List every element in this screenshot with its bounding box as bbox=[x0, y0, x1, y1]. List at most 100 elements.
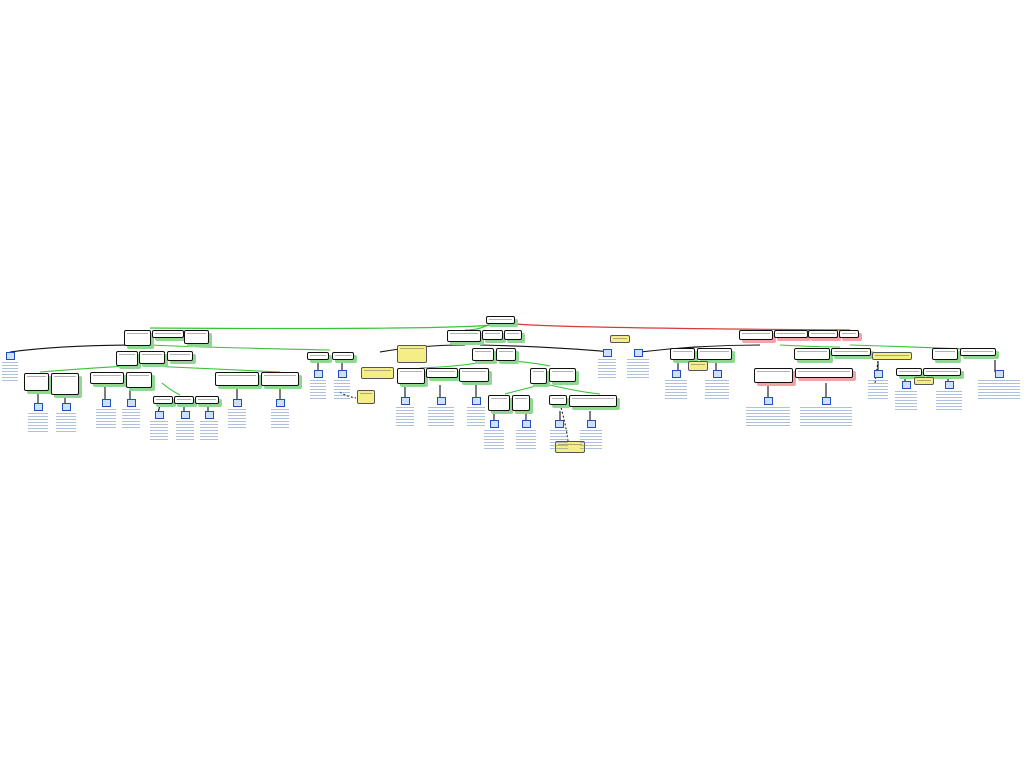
branch-node[interactable] bbox=[447, 330, 481, 342]
child-node[interactable] bbox=[896, 368, 922, 376]
leaf-node[interactable] bbox=[978, 370, 1020, 400]
document-icon bbox=[944, 381, 954, 389]
child-node[interactable] bbox=[549, 368, 576, 382]
branch-node[interactable] bbox=[124, 330, 151, 346]
leaf-node[interactable] bbox=[310, 370, 326, 400]
branch-node[interactable] bbox=[184, 330, 209, 344]
leaf-node[interactable] bbox=[150, 411, 168, 441]
leaf-node[interactable] bbox=[516, 420, 536, 450]
leaf-node[interactable] bbox=[28, 403, 48, 433]
child-node[interactable] bbox=[488, 395, 510, 411]
leaf-node[interactable] bbox=[665, 370, 687, 400]
document-icon bbox=[712, 370, 722, 378]
note-box[interactable] bbox=[688, 361, 708, 371]
leaf-node[interactable] bbox=[56, 403, 76, 433]
leaf-node[interactable] bbox=[2, 352, 18, 382]
leaf-node[interactable] bbox=[200, 411, 218, 441]
child-node[interactable] bbox=[549, 395, 567, 405]
leaf-node[interactable] bbox=[122, 399, 140, 429]
branch-node[interactable] bbox=[504, 330, 522, 340]
leaf-node[interactable] bbox=[176, 411, 194, 441]
branch-node[interactable] bbox=[808, 330, 838, 338]
leaf-node[interactable] bbox=[467, 397, 485, 427]
child-node[interactable] bbox=[51, 373, 79, 395]
root-node[interactable] bbox=[486, 316, 515, 324]
child-node[interactable] bbox=[307, 352, 329, 360]
child-node[interactable] bbox=[153, 396, 173, 404]
child-node[interactable] bbox=[530, 368, 547, 384]
branch-node[interactable] bbox=[152, 330, 184, 338]
child-node[interactable] bbox=[794, 348, 830, 360]
document-icon bbox=[436, 397, 446, 405]
document-icon bbox=[61, 403, 71, 411]
leaf-node[interactable] bbox=[334, 370, 350, 400]
child-node[interactable] bbox=[459, 368, 489, 382]
leaf-node[interactable] bbox=[271, 399, 289, 429]
document-icon bbox=[901, 381, 911, 389]
child-node[interactable] bbox=[472, 348, 494, 361]
leaf-node[interactable] bbox=[484, 420, 504, 450]
leaf-node[interactable] bbox=[228, 399, 246, 429]
leaf-node[interactable] bbox=[598, 349, 616, 379]
document-icon bbox=[633, 349, 643, 357]
child-node[interactable] bbox=[831, 348, 871, 356]
branch-node[interactable] bbox=[774, 330, 808, 338]
leaf-node[interactable] bbox=[96, 399, 116, 429]
child-node[interactable] bbox=[397, 368, 425, 384]
child-node[interactable] bbox=[332, 352, 354, 360]
child-node[interactable] bbox=[139, 351, 165, 364]
child-node[interactable] bbox=[754, 368, 793, 383]
branch-node[interactable] bbox=[739, 330, 773, 340]
child-node[interactable] bbox=[261, 372, 299, 386]
note-box[interactable] bbox=[872, 352, 912, 360]
leaf-node[interactable] bbox=[550, 420, 568, 450]
document-icon bbox=[275, 399, 285, 407]
child-node[interactable] bbox=[496, 348, 516, 361]
document-icon bbox=[126, 399, 136, 407]
leaf-node[interactable] bbox=[936, 381, 962, 411]
child-node[interactable] bbox=[512, 395, 530, 411]
document-icon bbox=[154, 411, 164, 419]
leaf-node[interactable] bbox=[800, 397, 852, 427]
branch-node[interactable] bbox=[482, 330, 503, 340]
child-node[interactable] bbox=[697, 348, 732, 360]
child-node[interactable] bbox=[24, 373, 49, 391]
child-node[interactable] bbox=[932, 348, 958, 360]
document-icon bbox=[5, 352, 15, 360]
document-icon bbox=[602, 349, 612, 357]
document-icon bbox=[671, 370, 681, 378]
leaf-node[interactable] bbox=[705, 370, 729, 400]
note-box[interactable] bbox=[610, 335, 630, 343]
child-node[interactable] bbox=[960, 348, 996, 356]
branch-node[interactable] bbox=[839, 330, 859, 338]
child-node[interactable] bbox=[116, 351, 138, 366]
document-icon bbox=[873, 370, 883, 378]
child-node[interactable] bbox=[923, 368, 961, 376]
child-node[interactable] bbox=[167, 351, 193, 361]
leaf-node[interactable] bbox=[746, 397, 790, 427]
document-icon bbox=[33, 403, 43, 411]
note-box[interactable] bbox=[361, 367, 394, 379]
note-box[interactable] bbox=[357, 390, 375, 404]
child-node[interactable] bbox=[670, 348, 695, 360]
leaf-node[interactable] bbox=[627, 349, 649, 379]
child-node[interactable] bbox=[90, 372, 124, 384]
document-icon bbox=[180, 411, 190, 419]
document-icon bbox=[337, 370, 347, 378]
note-box[interactable] bbox=[914, 377, 934, 385]
leaf-node[interactable] bbox=[428, 397, 454, 427]
leaf-node[interactable] bbox=[868, 370, 888, 400]
child-node[interactable] bbox=[174, 396, 194, 404]
note-box[interactable] bbox=[397, 345, 427, 363]
child-node[interactable] bbox=[795, 368, 853, 378]
document-icon bbox=[204, 411, 214, 419]
child-node[interactable] bbox=[215, 372, 259, 386]
leaf-node[interactable] bbox=[580, 420, 602, 450]
child-node[interactable] bbox=[426, 368, 458, 378]
child-node[interactable] bbox=[569, 395, 617, 407]
child-node[interactable] bbox=[195, 396, 219, 404]
leaf-node[interactable] bbox=[396, 397, 414, 427]
leaf-node[interactable] bbox=[895, 381, 917, 411]
child-node[interactable] bbox=[126, 372, 152, 388]
